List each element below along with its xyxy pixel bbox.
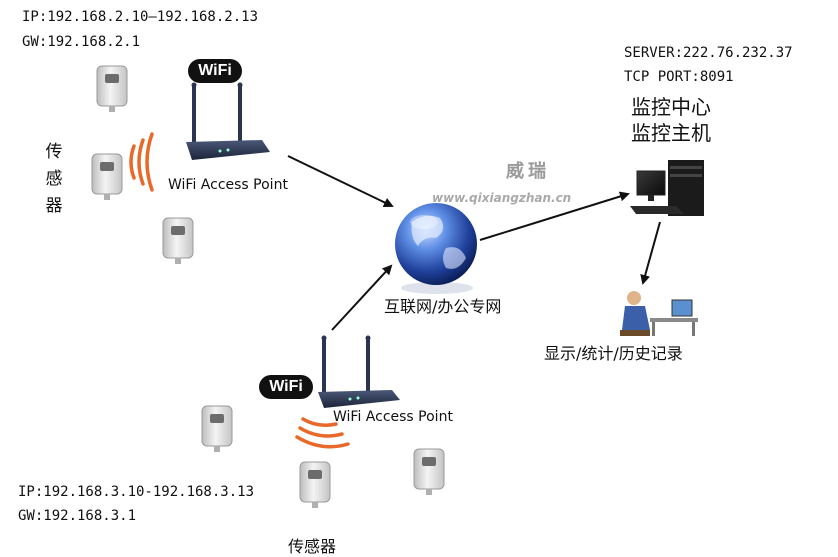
sensor-icon	[299, 461, 331, 508]
wifi-logo: WiFi	[259, 375, 313, 399]
connection-arrows	[287, 155, 661, 331]
top-gateway: GW:192.168.2.1	[22, 34, 141, 50]
arrow-top-ap-to-internet	[287, 155, 394, 208]
sensor-label-char: 传	[45, 142, 63, 162]
wifi-logo: WiFi	[188, 59, 242, 83]
router-icon	[318, 335, 400, 408]
bottom-access-point-label: WiFi Access Point	[333, 409, 453, 425]
watermark-url: www.qixiangzhan.cn	[432, 191, 572, 205]
internet-label: 互联网/办公专网	[384, 297, 502, 316]
internet-globe-icon	[395, 203, 477, 294]
router-icon	[186, 82, 270, 160]
server-port: TCP PORT:8091	[624, 69, 734, 85]
server-address: SERVER:222.76.232.37	[624, 45, 793, 61]
wifi-logo-text: WiFi	[269, 378, 303, 395]
display-label: 显示/统计/历史记录	[544, 344, 683, 363]
sensor-label-char: 器	[45, 196, 63, 216]
signal-waves-icon	[295, 417, 350, 449]
bottom-gateway: GW:192.168.3.1	[18, 508, 137, 524]
wifi-logo-text: WiFi	[198, 62, 232, 79]
sensor-icon	[96, 65, 128, 112]
sensor-icon	[162, 217, 194, 264]
bottom-sensor-label: 传感器	[288, 537, 337, 556]
operator-workstation-icon	[620, 291, 698, 336]
sensor-icon	[413, 448, 445, 495]
top-sensor-label: 传 感 器	[44, 139, 64, 220]
sensor-icon	[91, 153, 123, 200]
server-title-line1: 监控中心	[631, 95, 711, 119]
arrow-server-to-display	[640, 221, 661, 285]
arrow-internet-to-server	[479, 191, 630, 241]
watermark-name: 威瑞	[506, 161, 550, 182]
computer-icon	[630, 160, 704, 216]
sensor-label-char: 感	[45, 169, 63, 189]
server-title-line2: 监控主机	[631, 121, 711, 145]
sensor-icon	[201, 405, 233, 452]
top-ip-range: IP:192.168.2.10—192.168.2.13	[22, 9, 259, 25]
bottom-ip-range: IP:192.168.3.10-192.168.3.13	[18, 484, 255, 500]
signal-waves-icon	[129, 132, 154, 192]
arrow-bottom-ap-to-internet	[331, 264, 393, 331]
top-access-point-label: WiFi Access Point	[168, 177, 288, 193]
